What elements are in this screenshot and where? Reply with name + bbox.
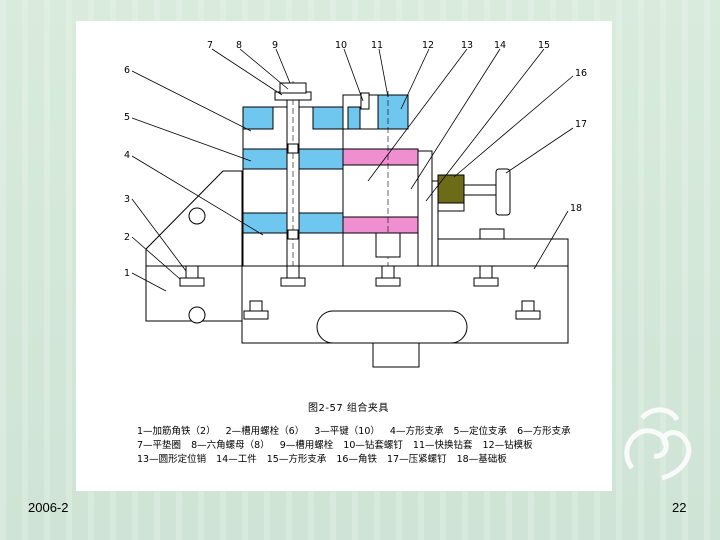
- callout-1: 1: [124, 268, 130, 279]
- legend-item: 14—工件: [216, 454, 257, 465]
- parts-legend: 1—加筋角铁（2） 2—槽用螺栓（6） 3—平键（10） 4—方形支承 5—定位…: [137, 425, 597, 467]
- fixture-drawing: 6 5 4 3 2 1 7 8 9 10 11 12 13 14 15 16 1…: [124, 40, 587, 368]
- support-6-right: [312, 106, 344, 130]
- callout-16: 16: [575, 68, 587, 79]
- angle-iron-16: [437, 174, 465, 204]
- legend-item: 11—快换钻套: [412, 440, 473, 451]
- legend-item: 6—方形支承: [517, 426, 571, 437]
- base-pedestal: [372, 342, 420, 368]
- nut-8: [279, 82, 307, 94]
- legend-item: 7—平垫圈: [137, 440, 182, 451]
- callout-9: 9: [272, 40, 278, 51]
- legend-item: 1—加筋角铁（2）: [137, 426, 216, 437]
- footer-date: 2006-2: [28, 500, 69, 515]
- slide-number: 22: [672, 500, 687, 515]
- callout-3: 3: [124, 194, 130, 205]
- hole-upper: [188, 207, 206, 225]
- figure-caption: 图2-57 组合夹具: [308, 403, 389, 414]
- clamp-screw-17: [463, 184, 497, 196]
- callout-13: 13: [461, 40, 473, 51]
- knurled-knob: [495, 168, 511, 216]
- legend-item: 13—圆形定位销: [137, 454, 207, 465]
- callout-4: 4: [124, 150, 130, 161]
- callout-11: 11: [371, 40, 383, 51]
- legend-item: 12—钻模板: [482, 440, 533, 451]
- workpiece-bottom: [342, 216, 419, 234]
- slot-oval: [316, 310, 468, 344]
- legend-item: 3—平键（10）: [314, 426, 380, 437]
- screw-10: [360, 92, 370, 110]
- callout-6: 6: [124, 65, 130, 76]
- legend-item: 9—槽用螺栓: [279, 440, 334, 451]
- callout-2: 2: [124, 232, 130, 243]
- workpiece-14: [342, 164, 419, 218]
- callout-12: 12: [422, 40, 434, 51]
- support-15: [417, 150, 433, 267]
- support-6-left: [242, 106, 274, 130]
- callout-8: 8: [236, 40, 242, 51]
- legend-item: 16—角铁: [336, 454, 377, 465]
- callout-15: 15: [538, 40, 550, 51]
- legend-item: 17—压紧螺钉: [387, 454, 447, 465]
- legend-item: 5—定位支承: [453, 426, 508, 437]
- legend-item: 15—方形支承: [266, 454, 327, 465]
- callout-17: 17: [575, 119, 587, 130]
- drill-bushing-11: [377, 94, 409, 130]
- leader-lines: [131, 48, 574, 292]
- callout-7: 7: [207, 40, 213, 51]
- figure-panel: 6 5 4 3 2 1 7 8 9 10 11 12 13 14 15 16 1…: [76, 21, 612, 491]
- callout-14: 14: [494, 40, 506, 51]
- callout-5: 5: [124, 112, 130, 123]
- legend-item: 4—方形支承: [389, 426, 444, 437]
- workpiece-top: [342, 148, 419, 166]
- callout-18: 18: [570, 203, 582, 214]
- right-block: [437, 238, 569, 267]
- decorative-ornament-icon: [624, 407, 692, 481]
- legend-item: 8—六角螺母（8）: [191, 440, 270, 451]
- legend-item: 10—钻套螺钉: [343, 440, 403, 451]
- hole-lower: [188, 306, 206, 324]
- legend-item: 2—槽用螺栓（6）: [225, 426, 305, 437]
- legend-item: 18—基础板: [456, 454, 507, 465]
- callout-numbers: 6 5 4 3 2 1 7 8 9 10 11 12 13 14 15 16 1…: [124, 40, 587, 279]
- callout-10: 10: [335, 40, 347, 51]
